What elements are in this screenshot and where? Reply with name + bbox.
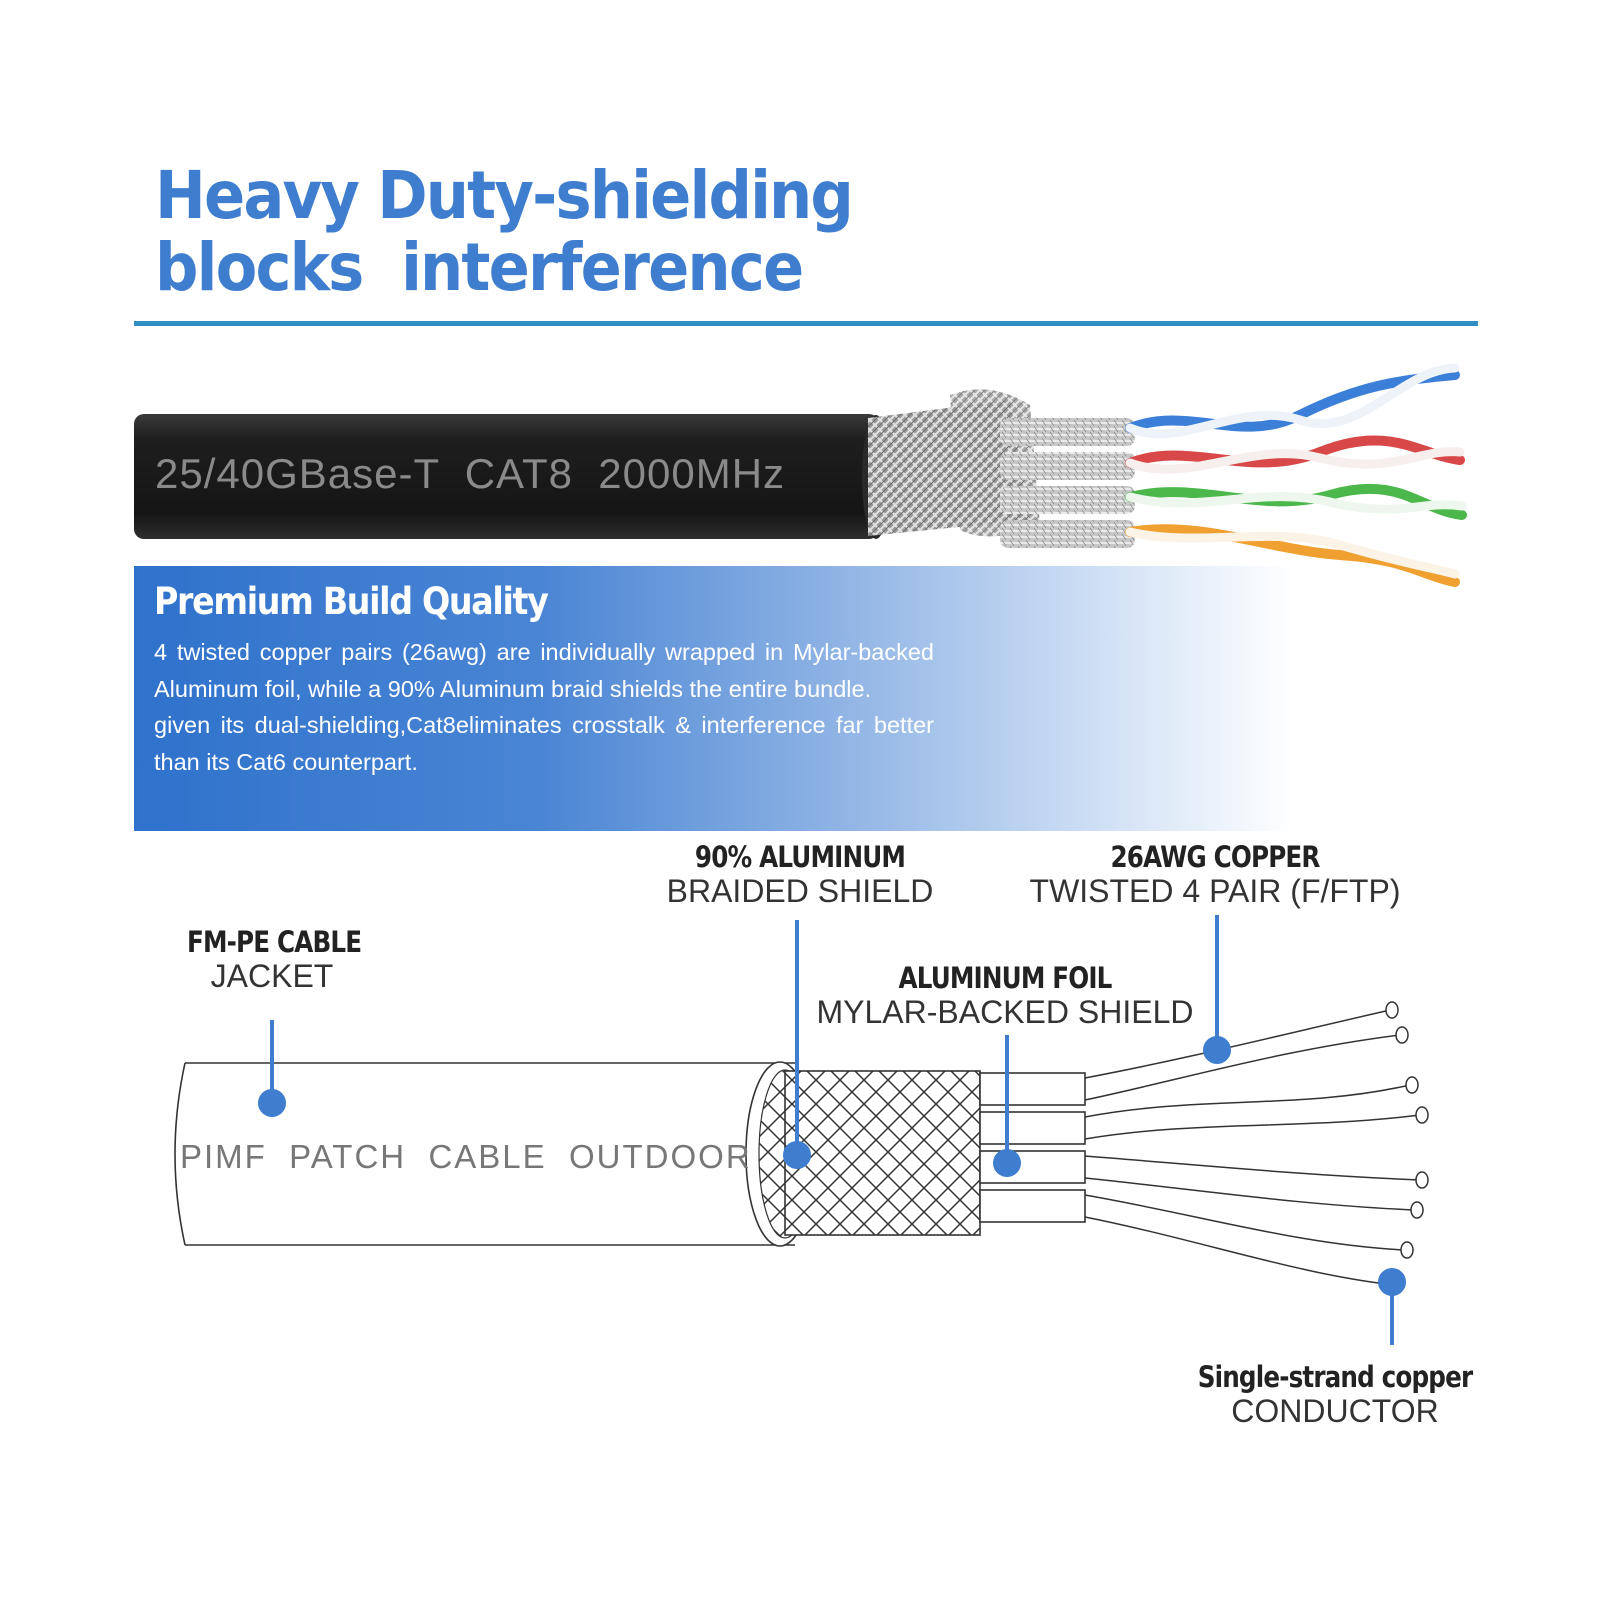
label-braid-normal: BRAIDED SHIELD	[666, 873, 934, 909]
label-conductor-normal: CONDUCTOR	[1231, 1393, 1439, 1429]
label-jacket-bold: FM-PE CABLE	[187, 925, 362, 959]
label-conductor-bold: Single-strand copper	[1197, 1360, 1473, 1394]
callout-dot-jacket	[258, 1089, 286, 1117]
callout-dot-pairs	[1203, 1036, 1231, 1064]
callout-lines	[258, 915, 1406, 1345]
twisted-pair-red	[1125, 435, 1465, 474]
label-pairs-normal: TWISTED 4 PAIR (F/FTP)	[1029, 873, 1401, 909]
label-foil-bold: ALUMINUM FOIL	[898, 961, 1112, 995]
panel-paragraph-1: 4 twisted copper pairs (26awg) are indiv…	[154, 639, 934, 702]
label-braid-bold: 90% ALUMINUM	[694, 840, 906, 874]
label-foil-normal: MYLAR-BACKED SHIELD	[816, 994, 1194, 1030]
diagram-jacket-print: PIMF PATCH CABLE OUTDOOR	[180, 1138, 752, 1175]
diagram-jacket	[174, 1062, 795, 1246]
cable-print-text: 25/40GBase-T CAT8 2000MHz	[155, 450, 786, 497]
label-pairs-bold: 26AWG COPPER	[1110, 840, 1320, 874]
label-braid: 90% ALUMINUM BRAIDED SHIELD	[650, 840, 950, 908]
divider-rule	[134, 321, 1478, 326]
label-foil: ALUMINUM FOIL MYLAR-BACKED SHIELD	[810, 961, 1200, 1029]
label-conductor: Single-strand copper CONDUCTOR	[1160, 1360, 1510, 1428]
panel-paragraph-2: given its dual-shielding,Cat8eliminates …	[154, 712, 934, 775]
twisted-pair-orange	[1125, 524, 1460, 587]
callout-dot-foil	[993, 1149, 1021, 1177]
headline-line-2: blocks interference	[155, 229, 804, 306]
diagram-twisted-wires	[1084, 1009, 1421, 1286]
build-quality-panel: Premium Build Quality 4 twisted copper p…	[134, 566, 1294, 831]
panel-body: 4 twisted copper pairs (26awg) are indiv…	[154, 634, 934, 780]
label-pairs: 26AWG COPPER TWISTED 4 PAIR (F/FTP)	[1020, 840, 1410, 908]
cable-photo	[134, 363, 1467, 587]
headline-line-1: Heavy Duty-shielding	[155, 157, 854, 234]
headline: Heavy Duty-shielding blocks interference	[155, 157, 854, 306]
panel-title: Premium Build Quality	[154, 580, 549, 623]
twisted-pair-green	[1125, 483, 1467, 520]
cable-cross-section-diagram	[174, 915, 1429, 1345]
callout-dot-braid	[783, 1141, 811, 1169]
diagram-braid	[784, 1070, 981, 1236]
foil-wrapped-pairs	[1000, 418, 1135, 548]
callout-dot-conductor	[1378, 1268, 1406, 1296]
diagram-foil-shields	[979, 1072, 1086, 1223]
twisted-pair-blue	[1125, 363, 1460, 439]
label-jacket-normal: JACKET	[210, 958, 334, 994]
label-jacket: FM-PE CABLE JACKET	[172, 925, 372, 993]
cable-jacket	[134, 414, 879, 539]
